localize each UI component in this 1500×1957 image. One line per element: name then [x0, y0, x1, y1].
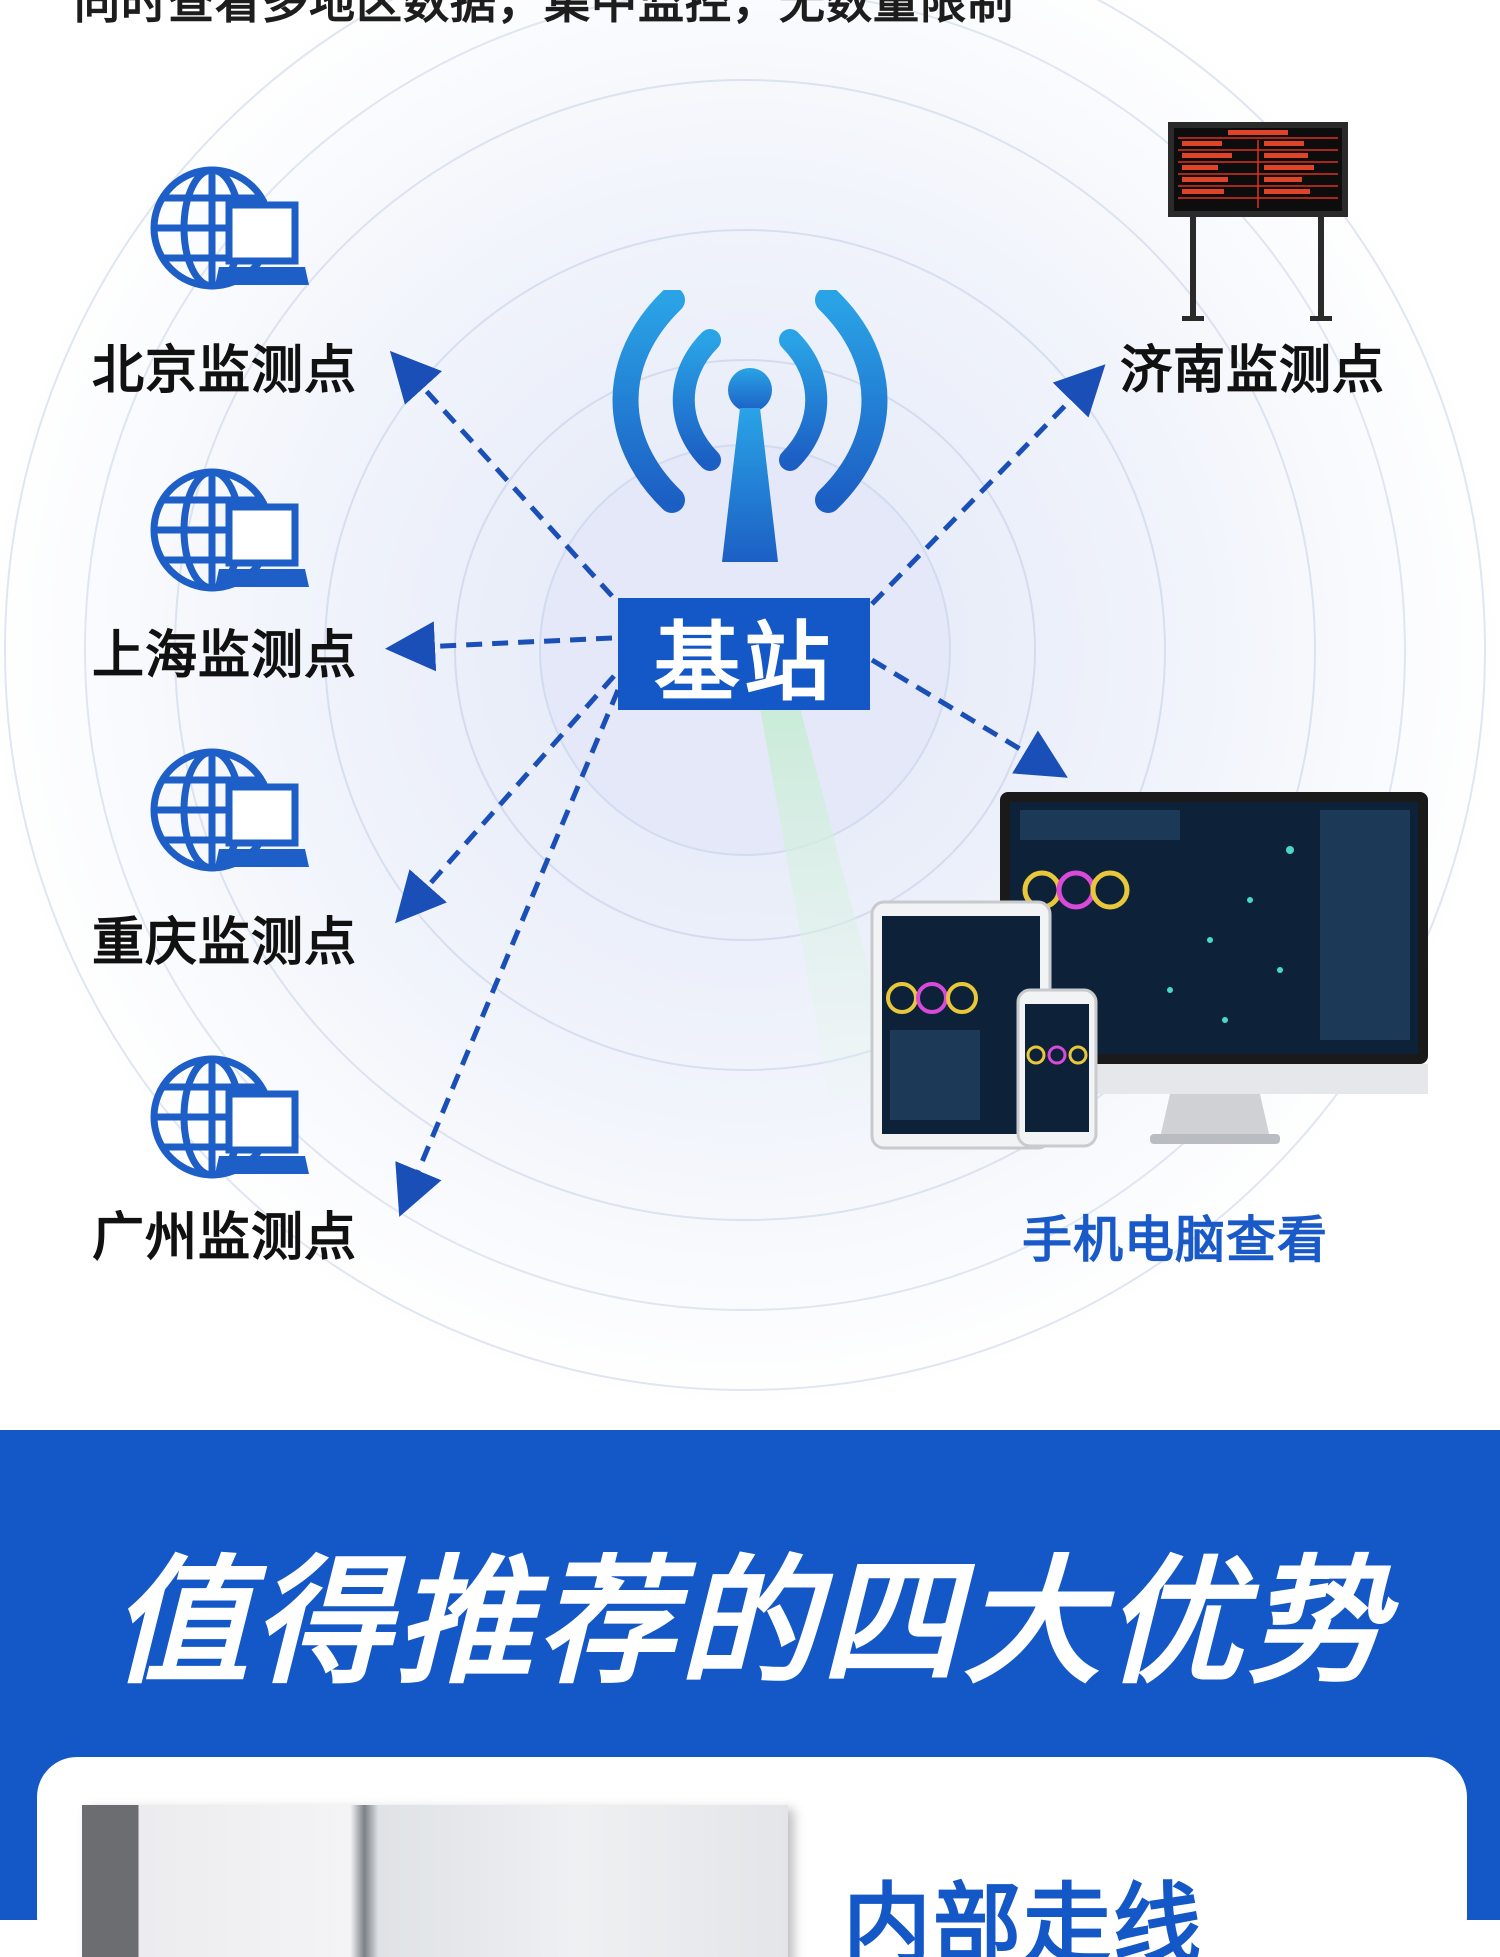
advantage-card-title: 内部走线 [843, 1873, 1204, 1957]
globe-laptop-icon [150, 1055, 309, 1179]
connection-arrows [385, 350, 1106, 1217]
globe-laptop-icon [150, 166, 309, 290]
site-label-guangzhou: 广州监测点 [92, 1208, 358, 1268]
globe-laptop-icon [150, 748, 309, 872]
base-station-label: 基站 [618, 598, 870, 713]
site-label-shanghai: 上海监测点 [92, 626, 358, 686]
advantage-card: 内部走线 [37, 1757, 1467, 1957]
site-label-jinan: 济南监测点 [1120, 341, 1386, 401]
internal-wiring-photo [82, 1805, 788, 1957]
globe-laptop-icon [150, 468, 309, 592]
monitor-tablet-phone-icon [870, 792, 1428, 1150]
advantages-title: 值得推荐的四大优势 [110, 1542, 1389, 1703]
phone-pc-view-label: 手机电脑查看 [1022, 1211, 1328, 1269]
site-label-beijing: 北京监测点 [92, 341, 358, 401]
network-section: 同时查看多地区数据，集中监控，无数量限制 基站 [0, 0, 1500, 1410]
led-display-board-icon [1168, 122, 1348, 321]
signal-tower-icon [612, 290, 888, 562]
headline-text: 同时查看多地区数据，集中监控，无数量限制 [74, 0, 1014, 29]
site-label-chongqing: 重庆监测点 [92, 913, 358, 973]
